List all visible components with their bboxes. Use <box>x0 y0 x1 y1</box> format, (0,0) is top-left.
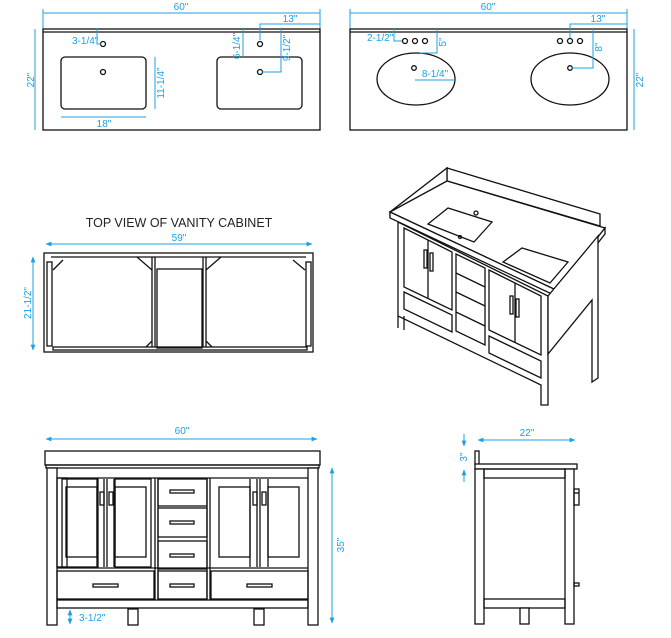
basin-width-label: 18" <box>97 119 112 130</box>
left-oval-basin <box>376 52 456 106</box>
faucet-to-basin-label: 6-1/4" <box>232 32 243 59</box>
isometric-cabinet-view <box>388 166 607 406</box>
left-drain <box>99 68 107 76</box>
left-faucet-hole <box>99 40 107 48</box>
rect-sink-top-view: 60" 22" 3-1/4" 11-1/4" 18" 6-1/4" 9-1/2"… <box>26 2 321 131</box>
faucet-to-basin-label: 5" <box>438 37 449 47</box>
oval-sink-top-view: 60" 22" 2-1/2" 5" 8-1/4" 8" 13" <box>349 2 646 131</box>
iso-right-basin <box>501 247 570 284</box>
depth-label: 22" <box>26 72 37 87</box>
basin-radius-label: 8-1/4" <box>422 69 449 80</box>
center-drawer-1 <box>157 478 208 507</box>
cabinet-top-view-title: TOP VIEW OF VANITY CABINET <box>86 216 273 230</box>
right-leg <box>307 467 319 626</box>
left-bottom-drawer <box>56 570 155 600</box>
width-label: 59" <box>172 233 187 244</box>
backsplash <box>474 450 480 466</box>
right-drain <box>567 65 573 71</box>
right-drain <box>256 68 264 76</box>
center-from-side-label: 13" <box>591 14 606 25</box>
right-basin <box>216 56 303 110</box>
depth-label: 22" <box>635 72 646 87</box>
leg-clearance-label: 3-1/2" <box>79 613 106 624</box>
drain-from-back-label: 9-1/2" <box>282 34 293 61</box>
left-basin <box>60 56 147 110</box>
width-label: 60" <box>481 2 496 13</box>
center-from-side-label: 13" <box>283 14 298 25</box>
right-bottom-drawer <box>210 570 309 600</box>
right-faucet-hole <box>256 40 264 48</box>
height-label: 35" <box>336 537 347 552</box>
faucet-offset-label: 3-1/4" <box>72 36 99 47</box>
left-drain <box>411 65 417 71</box>
faucet-offset-label: 2-1/2" <box>367 33 394 44</box>
depth-label: 21-1/2" <box>23 287 34 319</box>
right-door-panel <box>218 486 251 558</box>
cabinet-top-view: TOP VIEW OF VANITY CABINET 59" 21-1/2" <box>23 216 314 353</box>
drain-from-back-label: 8" <box>594 42 605 52</box>
center-drawer-2 <box>157 507 208 538</box>
side-countertop <box>474 463 578 470</box>
right-door-panel-2 <box>267 486 300 558</box>
basin-depth-label: 11-1/4" <box>156 67 167 99</box>
left-door-panel-2 <box>114 486 147 558</box>
width-label: 60" <box>175 426 190 437</box>
countertop <box>44 450 321 466</box>
right-oval-basin <box>530 52 610 106</box>
left-door-panel <box>65 486 98 558</box>
side-elevation-view: 22" 3" <box>459 428 580 625</box>
countertop-outline <box>42 28 321 131</box>
left-leg <box>46 467 58 626</box>
depth-label: 22" <box>520 428 535 439</box>
width-label: 60" <box>174 2 189 13</box>
backsplash-label: 3" <box>459 452 470 462</box>
front-elevation-view: 60" 35" 3-1/2" <box>44 426 347 626</box>
drawer-box <box>156 268 203 349</box>
countertop-outline <box>349 28 628 131</box>
center-drawer-4 <box>157 570 208 600</box>
center-drawer-3 <box>157 540 208 570</box>
